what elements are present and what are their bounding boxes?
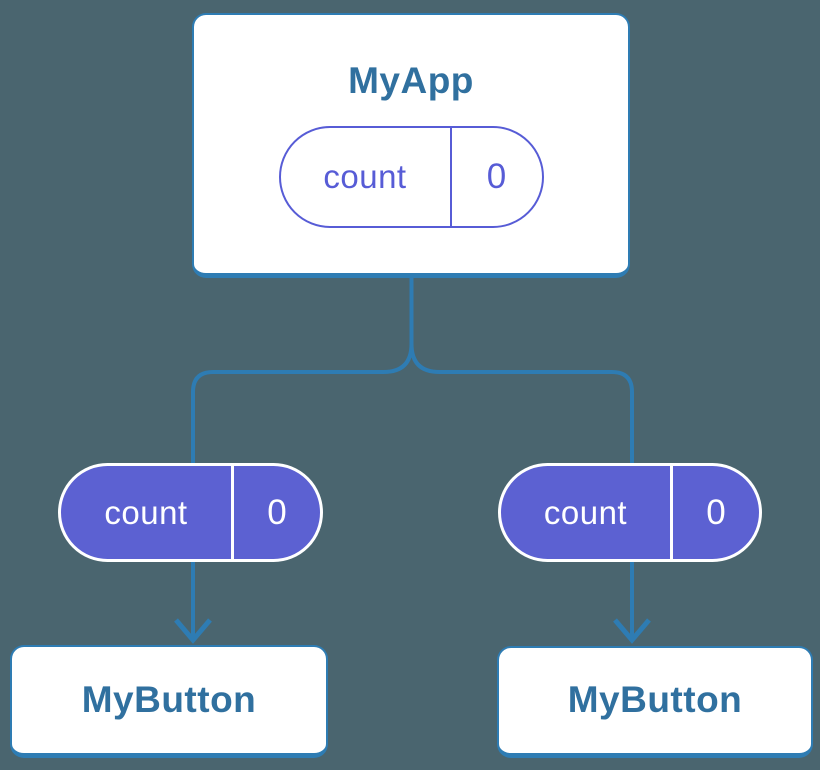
state-label: count <box>543 493 628 531</box>
state-pill-root: count 0 <box>278 126 544 229</box>
component-title: MyButton <box>81 678 257 720</box>
arrow-down-icon <box>174 618 212 644</box>
component-node-myapp: MyApp count 0 <box>192 13 630 278</box>
state-label: count <box>104 493 188 531</box>
state-label: count <box>323 158 407 196</box>
component-node-mybutton-left: MyButton <box>10 645 328 758</box>
component-node-mybutton-right: MyButton <box>497 646 813 758</box>
connector-left-branch <box>191 278 414 640</box>
state-pill-right-child: count 0 <box>498 463 762 562</box>
state-pill-left-child: count 0 <box>58 463 323 562</box>
arrow-down-icon <box>613 618 651 644</box>
state-value: 0 <box>267 492 287 532</box>
state-value: 0 <box>706 492 726 532</box>
component-title: MyButton <box>567 679 743 721</box>
state-value: 0 <box>486 157 507 197</box>
component-title: MyApp <box>348 59 474 101</box>
pill-divider <box>670 466 673 559</box>
pill-divider <box>449 128 452 227</box>
connector-right-branch <box>409 278 634 640</box>
pill-divider <box>231 466 234 559</box>
